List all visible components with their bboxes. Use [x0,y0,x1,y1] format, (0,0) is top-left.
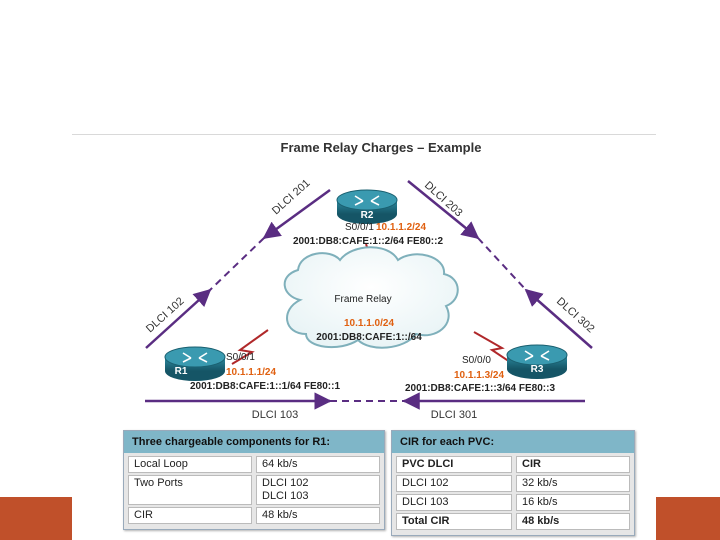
dlci-201-label: DLCI 201 [270,177,313,217]
table-cell: 64 kb/s [256,456,380,473]
router-r2[interactable] [336,189,398,224]
r3-interface: S0/0/0 [462,355,491,366]
table-cell: DLCI 103 [396,494,512,511]
table-row: Total CIR 48 kb/s [396,513,630,530]
r2-ipv4: 10.1.1.2/24 [376,222,426,233]
table-cell: CIR [128,507,252,524]
serial-link-r3 [473,331,511,363]
table-cell: 32 kb/s [516,475,630,492]
table-row: CIR 48 kb/s [128,507,380,524]
r3-ipv6: 2001:DB8:CAFE:1::3/64 FE80::3 [405,383,555,394]
dlci-103-label: DLCI 103 [252,409,298,421]
slide-footer-bar [0,497,720,540]
table-row: DLCI 102 32 kb/s [396,475,630,492]
cir-table-header: CIR for each PVC: [392,431,634,453]
r2-ipv6: 2001:DB8:CAFE:1::2/64 FE80::2 [293,236,443,247]
router-r1[interactable] [164,346,226,381]
table-cell: Two Ports [128,475,252,505]
table-cell: DLCI 102 [396,475,512,492]
footer-accent-right [656,497,720,540]
table-cell: PVC DLCI [396,456,512,473]
r3-ipv4: 10.1.1.3/24 [454,370,504,381]
router-r2-name: R2 [361,210,374,221]
cir-table: CIR for each PVC: PVC DLCI CIR DLCI 102 … [391,430,635,536]
router-r1-name: R1 [175,366,188,377]
table-row: Two Ports DLCI 102 DLCI 103 [128,475,380,505]
table-cell: CIR [516,456,630,473]
r1-charges-table: Three chargeable components for R1: Loca… [123,430,385,530]
cloud-ipv6: 2001:DB8:CAFE:1::/64 [316,332,422,343]
r1-ipv4: 10.1.1.1/24 [226,367,276,378]
table-row: Local Loop 64 kb/s [128,456,380,473]
table-cell: 48 kb/s [516,513,630,530]
table-cell-line: DLCI 103 [262,490,309,502]
dlci-302-label: DLCI 302 [554,295,597,335]
table-cell: DLCI 102 DLCI 103 [256,475,380,505]
pvc-r2-r3 [407,180,593,349]
router-r3-name: R3 [531,364,544,375]
cloud-label: Frame Relay [334,294,391,305]
table-cell-line: DLCI 102 [262,477,309,489]
footer-accent-left [0,497,72,540]
r1-interface: S0/0/1 [226,352,255,363]
r1-ipv6: 2001:DB8:CAFE:1::1/64 FE80::1 [190,381,340,392]
dlci-301-label: DLCI 301 [431,409,477,421]
table-cell: Total CIR [396,513,512,530]
r2-interface: S0/0/1 [345,222,374,233]
table-row: DLCI 103 16 kb/s [396,494,630,511]
serial-link-r1 [231,329,269,365]
table-cell: 16 kb/s [516,494,630,511]
r1-charges-header: Three chargeable components for R1: [124,431,384,453]
cloud-ipv4: 10.1.1.0/24 [344,318,394,329]
table-cell: Local Loop [128,456,252,473]
dlci-203-label: DLCI 203 [422,179,465,219]
frame-relay-cloud [283,246,459,349]
table-cell: 48 kb/s [256,507,380,524]
pvc-r1-r2 [145,188,331,349]
diagram-title: Frame Relay Charges – Example [281,140,482,155]
router-r3[interactable] [506,344,568,379]
header-divider [72,134,656,135]
table-row: PVC DLCI CIR [396,456,630,473]
